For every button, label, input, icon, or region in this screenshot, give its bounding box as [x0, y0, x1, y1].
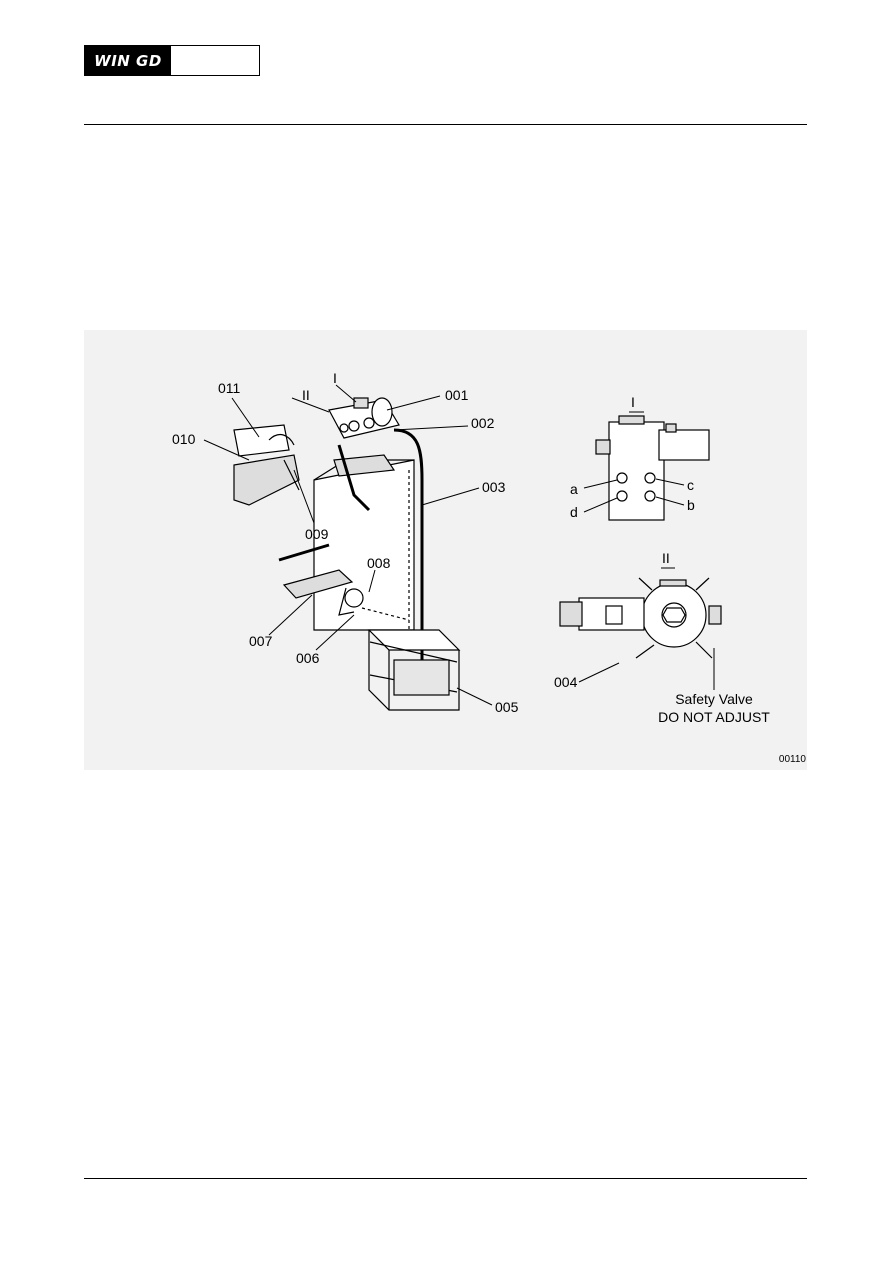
callout-008: 008 [367, 555, 391, 571]
view-label-i: I [333, 370, 337, 386]
do-not-adjust-label: DO NOT ADJUST [658, 709, 770, 725]
port-label-a: a [570, 481, 578, 497]
callout-006: 006 [296, 650, 320, 666]
view-label-ii: II [302, 387, 310, 403]
technical-illustration: I II 001 002 003 004 005 006 007 008 009… [84, 330, 807, 770]
callout-011: 011 [218, 380, 241, 396]
callout-010: 010 [172, 431, 196, 447]
callout-007: 007 [249, 633, 273, 649]
port-label-b: b [687, 497, 695, 513]
callout-005: 005 [495, 699, 519, 715]
company-logo: WIN GD [84, 45, 260, 76]
detail-view-label-ii: II [662, 550, 670, 566]
detail-view-label-i: I [631, 394, 635, 410]
footer-rule [84, 1178, 807, 1179]
callout-004: 004 [554, 674, 578, 690]
callout-002: 002 [471, 415, 495, 431]
callout-001: 001 [445, 387, 469, 403]
header-rule [84, 124, 807, 125]
illustration-svg: I II 001 002 003 004 005 006 007 008 009… [172, 370, 807, 765]
callout-003: 003 [482, 479, 506, 495]
logo-blank-field [171, 46, 259, 75]
leader-lines [203, 384, 715, 706]
figure-id: 00110 [779, 754, 807, 765]
port-label-c: c [687, 477, 694, 493]
logo-text: WIN GD [85, 46, 171, 75]
port-label-d: d [570, 504, 578, 520]
drawing-lines [233, 397, 722, 711]
callout-009: 009 [305, 526, 329, 542]
safety-valve-label: Safety Valve [675, 691, 753, 707]
